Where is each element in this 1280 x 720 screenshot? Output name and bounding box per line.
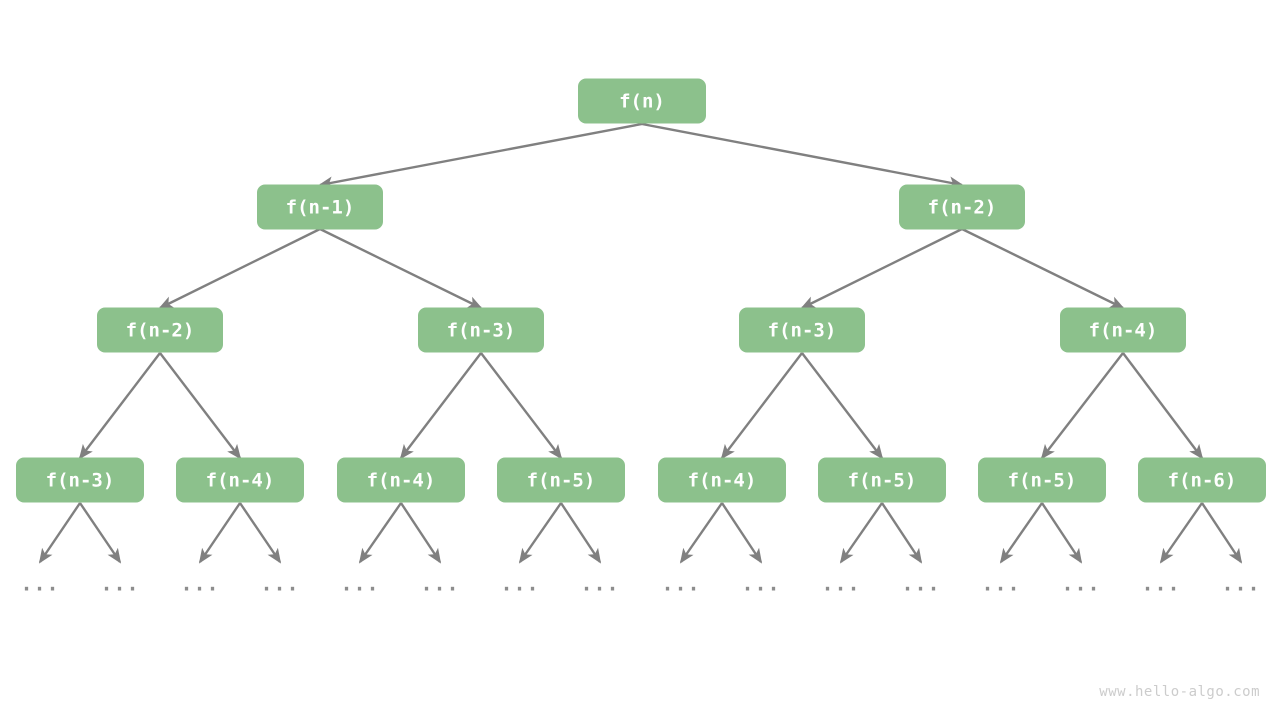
tree-edge-arrow	[399, 352, 482, 460]
node-box	[578, 78, 706, 124]
tree-edge-arrow	[720, 502, 763, 564]
node-box	[978, 457, 1106, 503]
ellipsis-marker: ...	[340, 572, 379, 596]
node-label: f(n-4)	[367, 470, 436, 492]
node-label: f(n-5)	[527, 470, 596, 492]
tree-node[interactable]: f(n-1)	[257, 184, 383, 230]
ellipsis-marker: ...	[420, 572, 459, 596]
node-label: f(n-4)	[206, 470, 275, 492]
ellipsis-marker: ...	[901, 572, 940, 596]
tree-edge-arrow	[679, 502, 723, 564]
tree-edge-arrow	[38, 502, 81, 564]
tree-edge-arrow	[880, 502, 923, 564]
ellipsis-marker: ...	[821, 572, 860, 596]
node-box	[418, 307, 544, 353]
tree-edge-arrow	[198, 502, 241, 564]
tree-edge-arrow	[399, 502, 442, 564]
tree-edge-arrow	[239, 502, 282, 564]
tree-node[interactable]: f(n-4)	[337, 457, 465, 503]
ellipsis-marker: ...	[1221, 572, 1260, 596]
node-box	[176, 457, 304, 503]
ellipsis-marker: ...	[500, 572, 539, 596]
tree-edge-arrow	[319, 227, 483, 310]
node-box	[899, 184, 1025, 230]
tree-node[interactable]: f(n-4)	[658, 457, 786, 503]
node-box	[818, 457, 946, 503]
node-label: f(n-4)	[1089, 320, 1158, 342]
node-label: f(n-2)	[928, 197, 997, 219]
node-box	[497, 457, 625, 503]
node-label: f(n-3)	[447, 320, 516, 342]
tree-edge-arrow	[1200, 502, 1243, 564]
ellipsis-marker: ...	[661, 572, 700, 596]
tree-edge-arrow	[800, 227, 963, 310]
node-box	[257, 184, 383, 230]
tree-edge-arrow	[79, 502, 122, 564]
tree-edge-arrow	[1040, 502, 1083, 564]
tree-edge-arrow	[1122, 352, 1204, 460]
node-box	[97, 307, 223, 353]
tree-edge-arrow	[318, 122, 643, 189]
node-box	[739, 307, 865, 353]
ellipsis-marker: ...	[580, 572, 619, 596]
tree-edge-arrow	[801, 352, 884, 460]
ellipsis-marker: ...	[981, 572, 1020, 596]
ellipsis-marker: ...	[1141, 572, 1180, 596]
tree-edge-arrow	[839, 502, 883, 564]
tree-edge-arrow	[720, 352, 803, 460]
node-label: f(n-2)	[126, 320, 195, 342]
ellipsis-marker: ...	[741, 572, 780, 596]
node-box	[1138, 457, 1266, 503]
ellipsis-row: ........................................…	[20, 572, 1260, 596]
node-box	[658, 457, 786, 503]
ellipsis-marker: ...	[1061, 572, 1100, 596]
node-label: f(n-4)	[688, 470, 757, 492]
tree-edge-arrow	[518, 502, 562, 564]
tree-edge-arrow	[480, 352, 563, 460]
tree-edge-arrow	[641, 122, 964, 189]
tree-node[interactable]: f(n)	[578, 78, 706, 124]
tree-node[interactable]: f(n-3)	[739, 307, 865, 353]
tree-edge-arrow	[158, 227, 321, 310]
tree-node[interactable]: f(n-4)	[1060, 307, 1186, 353]
node-label: f(n-1)	[286, 197, 355, 219]
tree-node[interactable]: f(n-2)	[97, 307, 223, 353]
node-label: f(n-3)	[46, 470, 115, 492]
tree-edge-arrow	[999, 502, 1043, 564]
tree-node[interactable]: f(n-4)	[176, 457, 304, 503]
node-label: f(n)	[619, 91, 665, 113]
tree-node[interactable]: f(n-5)	[818, 457, 946, 503]
tree-node[interactable]: f(n-2)	[899, 184, 1025, 230]
tree-edge-arrow	[78, 352, 161, 460]
tree-edge-arrow	[961, 227, 1125, 310]
tree-node[interactable]: f(n-5)	[978, 457, 1106, 503]
node-box	[337, 457, 465, 503]
tree-node[interactable]: f(n-6)	[1138, 457, 1266, 503]
edge-group	[38, 122, 1243, 564]
tree-edge-arrow	[159, 352, 242, 460]
node-label: f(n-3)	[768, 320, 837, 342]
node-label: f(n-6)	[1168, 470, 1237, 492]
tree-node[interactable]: f(n-3)	[16, 457, 144, 503]
ellipsis-marker: ...	[260, 572, 299, 596]
node-group: f(n) f(n-1) f(n-2) f(n-2) f(n-3) f(n-3) f(n-4)…	[16, 78, 1266, 503]
tree-edge-arrow	[358, 502, 402, 564]
tree-edge-arrow	[1040, 352, 1124, 460]
tree-edge-arrow	[1159, 502, 1203, 564]
ellipsis-marker: ...	[180, 572, 219, 596]
tree-node[interactable]: f(n-3)	[418, 307, 544, 353]
ellipsis-marker: ...	[20, 572, 59, 596]
node-box	[1060, 307, 1186, 353]
node-box	[16, 457, 144, 503]
watermark-label: www.hello-algo.com	[1099, 684, 1260, 700]
node-label: f(n-5)	[848, 470, 917, 492]
node-label: f(n-5)	[1008, 470, 1077, 492]
ellipsis-marker: ...	[100, 572, 139, 596]
tree-edge-arrow	[559, 502, 602, 564]
tree-node[interactable]: f(n-5)	[497, 457, 625, 503]
